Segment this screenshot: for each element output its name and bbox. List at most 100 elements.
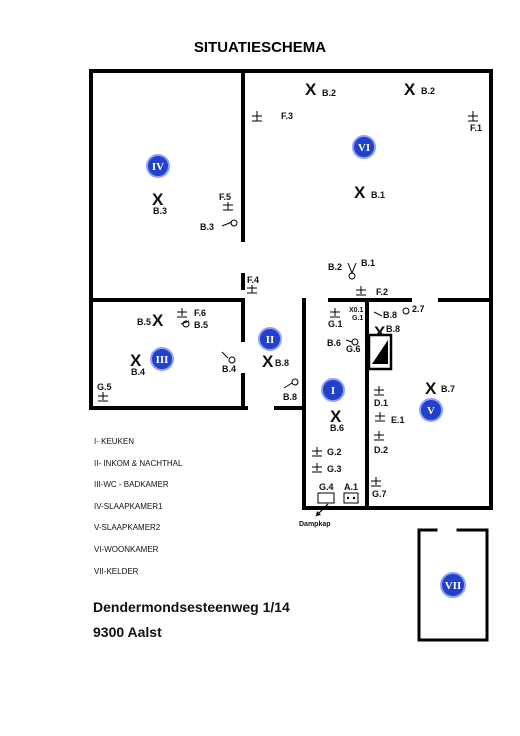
light-x-icon: X [152,190,164,209]
outlet-g3: G.3 [312,463,342,474]
light-point-b5: B.5 X [137,311,164,330]
dampkap: Dampkap [299,503,331,528]
switch-b3: B.3 [200,219,238,232]
outlet-g5: G.5 [97,382,112,402]
svg-text:F.4: F.4 [247,275,259,285]
switch-b8-hall: B.8 [283,378,299,402]
svg-text:B.8: B.8 [386,324,400,334]
room-badge-label: V [427,405,435,417]
svg-text:B.6: B.6 [330,423,344,433]
outlet-f2: F.2 [356,286,388,297]
room-badge-III: III [150,347,174,371]
room-badge-VI: VI [352,135,376,159]
outlet-icon [374,386,384,396]
outlet-icon [330,308,340,318]
svg-text:B.3: B.3 [200,222,214,232]
svg-text:B.5: B.5 [194,320,208,330]
legend-item: II- INKOM & NACHTHAL [94,459,183,468]
svg-text:B.4: B.4 [222,364,236,374]
room-badge-label: VII [445,580,462,592]
svg-text:D.2: D.2 [374,445,388,455]
outlet-g1: X0.1 G.1 G.1 [328,307,364,329]
svg-text:G.6: G.6 [346,344,361,354]
room-badge-label: VI [358,142,370,154]
switch-b4: B.4 [221,351,236,374]
outlet-icon [371,477,381,487]
outlet-icon [223,202,233,211]
panel-icon [372,340,388,364]
light-point-b1: X B.1 [354,183,385,202]
outlet-icon [312,463,322,473]
svg-text:F.1: F.1 [470,123,482,133]
outlet-e1: E.1 [375,412,405,425]
svg-text:F.6: F.6 [194,308,206,318]
legend-item: V-SLAAPKAMER2 [94,523,161,532]
legend-item: I- KEUKEN [94,437,134,446]
walls [89,69,493,642]
outlet-icon [374,431,384,441]
light-x-icon: X [152,311,164,330]
svg-text:B.1: B.1 [361,258,375,268]
svg-text:A.1: A.1 [344,482,358,492]
svg-text:2.7: 2.7 [412,304,425,314]
switch-b8-27: B.8 2.7 [373,304,425,320]
light-x-icon: X [130,351,142,370]
svg-text:X0.1: X0.1 [349,307,364,314]
outlet-icon [98,392,108,402]
room-badge-VII: VII [440,572,466,598]
light-point-b2-left: X B.2 [305,80,336,99]
outlet-icon [247,285,257,294]
svg-text:G.1: G.1 [352,315,363,322]
address: Dendermondsesteenweg 1/14 9300 Aalst [93,599,290,640]
svg-text:B.4: B.4 [131,367,145,377]
outlet-f6-switch-b5: F.6 B.5 [177,308,208,330]
legend-item: IV-SLAAPKAMER1 [94,502,163,511]
switch-icon [373,311,383,317]
light-point-b2-right: X B.2 [404,80,435,99]
svg-text:B.7: B.7 [441,384,455,394]
svg-text:B.6: B.6 [327,338,341,348]
outlet-f3: F.3 [252,111,293,122]
light-x-icon: X [425,379,437,398]
svg-text:B.8: B.8 [283,392,297,402]
outlet-icon [177,308,187,318]
svg-text:G.5: G.5 [97,382,112,392]
svg-text:F.5: F.5 [219,192,231,202]
light-point-b3: X B.3 [152,190,167,216]
room-badge-label: I [331,385,335,397]
outlet-icon [356,286,366,296]
switch-b2-b1: B.2 B.1 [328,258,375,280]
light-x-icon: X [305,80,317,99]
outlet-f1: F.1 [468,111,482,133]
outlet-icon [375,412,385,422]
outlet-g7: G.7 [371,477,387,499]
svg-text:G.7: G.7 [372,489,387,499]
switch-icon [221,221,233,227]
svg-text:B.3: B.3 [153,206,167,216]
switch-icon [283,382,293,389]
outlet-g2: G.2 [312,447,342,457]
outlet-icon [252,111,262,122]
svg-text:G.2: G.2 [327,447,342,457]
outlet-d2: D.2 [374,431,388,455]
svg-text:B.8: B.8 [275,358,289,368]
svg-text:G.4: G.4 [319,482,334,492]
room-badge-II: II [258,327,282,351]
switch-icon [347,262,357,275]
svg-text:F.2: F.2 [376,287,388,297]
diagram-title: SITUATIESCHEMA [194,39,326,56]
svg-text:B.1: B.1 [371,190,385,200]
outlet-d1: D.1 [374,386,388,408]
room-badge-label: II [266,334,275,346]
light-x-icon: X [262,352,274,371]
switch-b6: B.6 G.6 [327,338,361,354]
address-line-1: Dendermondsesteenweg 1/14 [93,599,290,615]
light-x-icon: X [404,80,416,99]
switch-icon [221,351,229,359]
svg-text:B.2: B.2 [322,88,336,98]
light-point-b8-hall: X B.8 [262,352,289,371]
light-point-b4: X B.4 [130,351,145,377]
svg-text:B.2: B.2 [328,262,342,272]
svg-text:B.8: B.8 [383,310,397,320]
